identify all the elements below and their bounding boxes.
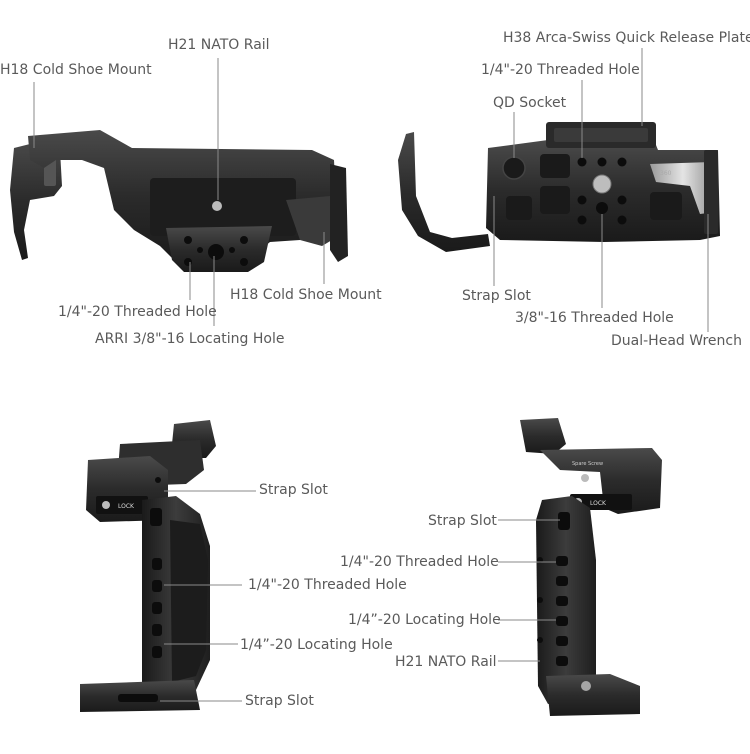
spare-screw-text: Spare Screw [572,461,603,467]
lock-text: LOCK [118,503,135,510]
recess [540,186,570,214]
top-cold-shoe [520,418,566,454]
label-h21-nato-rail: H21 NATO Rail [395,654,497,670]
threaded-hole-icon [556,656,568,666]
nato-rail-plate [150,178,296,236]
bottom-left-cage-view: LOCK [80,420,256,712]
wrench-clip [704,150,718,234]
threaded-hole-icon [152,602,162,614]
threaded-hole-icon [556,636,568,646]
label-threaded-hole-38: 3/8"-16 Threaded Hole [515,310,674,326]
threaded-hole-icon [617,157,627,167]
strap-slot [150,508,162,526]
lock-text: LOCK [590,500,607,507]
plate-marking: 360 [660,170,672,177]
side-handle [398,132,490,252]
screw-icon [592,174,612,194]
threaded-hole-icon [212,201,222,211]
recess [650,192,682,220]
threaded-hole-icon [577,195,587,205]
threaded-hole-icon [596,202,608,214]
label-strap-slot: Strap Slot [428,513,497,529]
threaded-hole-icon [240,236,248,244]
threaded-hole-icon [152,646,162,658]
label-h18-cold-shoe-mount: H18 Cold Shoe Mount [230,287,382,303]
label-arca-swiss-plate: H38 Arca-Swiss Quick Release Plate [503,30,750,46]
strap-slot [118,694,158,702]
spare-screw-icon [581,474,589,482]
label-threaded-hole: 1/4"-20 Threaded Hole [248,577,407,593]
label-h21-nato-rail: H21 NATO Rail [168,37,270,53]
threaded-hole-icon [537,597,543,603]
threaded-hole-icon [184,236,192,244]
threaded-hole-icon [597,157,607,167]
label-strap-slot: Strap Slot [462,288,531,304]
threaded-hole-icon [152,580,162,592]
screw-icon [581,681,591,691]
dual-head-wrench [650,162,716,214]
threaded-hole-icon [152,558,162,570]
label-arri-locating-hole: ARRI 3/8"-16 Locating Hole [95,331,285,347]
locating-hole-icon [152,624,162,636]
threaded-hole-icon [155,477,161,483]
label-qd-socket: QD Socket [493,95,567,111]
qd-socket [502,156,526,180]
label-strap-slot: Strap Slot [245,693,314,709]
lock-screw-icon [102,501,110,509]
locating-hole-icon [556,616,568,626]
label-strap-slot: Strap Slot [259,482,328,498]
bottom-right-cage-view: Spare Screw LOCK [498,418,662,716]
threaded-hole-icon [577,215,587,225]
label-dual-head-wrench: Dual-Head Wrench [611,333,742,349]
rubber-grip [170,520,208,682]
threaded-hole-icon [537,637,543,643]
threaded-hole-icon [197,247,203,253]
base-plate [546,674,640,716]
cold-shoe-right-part [330,164,348,262]
lock-panel [96,496,148,514]
threaded-hole-icon [229,247,235,253]
label-threaded-hole: 1/4"-20 Threaded Hole [481,62,640,78]
threaded-hole-icon [577,157,587,167]
arca-plate-inner [554,128,648,142]
label-threaded-hole: 1/4"-20 Threaded Hole [58,304,217,320]
recess [540,154,570,178]
threaded-hole-icon [556,556,568,566]
strap-slot [506,196,532,220]
right-side-block [286,196,332,246]
strap-slot [558,512,570,530]
top-left-cage-view [10,58,348,326]
label-locating-hole: 1/4”-20 Locating Hole [348,612,501,628]
threaded-hole-icon [556,576,568,586]
label-h18-cold-shoe-mount: H18 Cold Shoe Mount [0,62,152,78]
label-threaded-hole: 1/4"-20 Threaded Hole [340,554,499,570]
threaded-hole-icon [240,258,248,266]
threaded-hole-icon [184,258,192,266]
locating-hole-icon [208,244,224,260]
threaded-hole-icon [556,596,568,606]
threaded-hole-icon [617,215,627,225]
top-right-cage-view: 360 [398,48,720,332]
label-locating-hole: 1/4”-20 Locating Hole [240,637,393,653]
threaded-hole-icon [617,195,627,205]
